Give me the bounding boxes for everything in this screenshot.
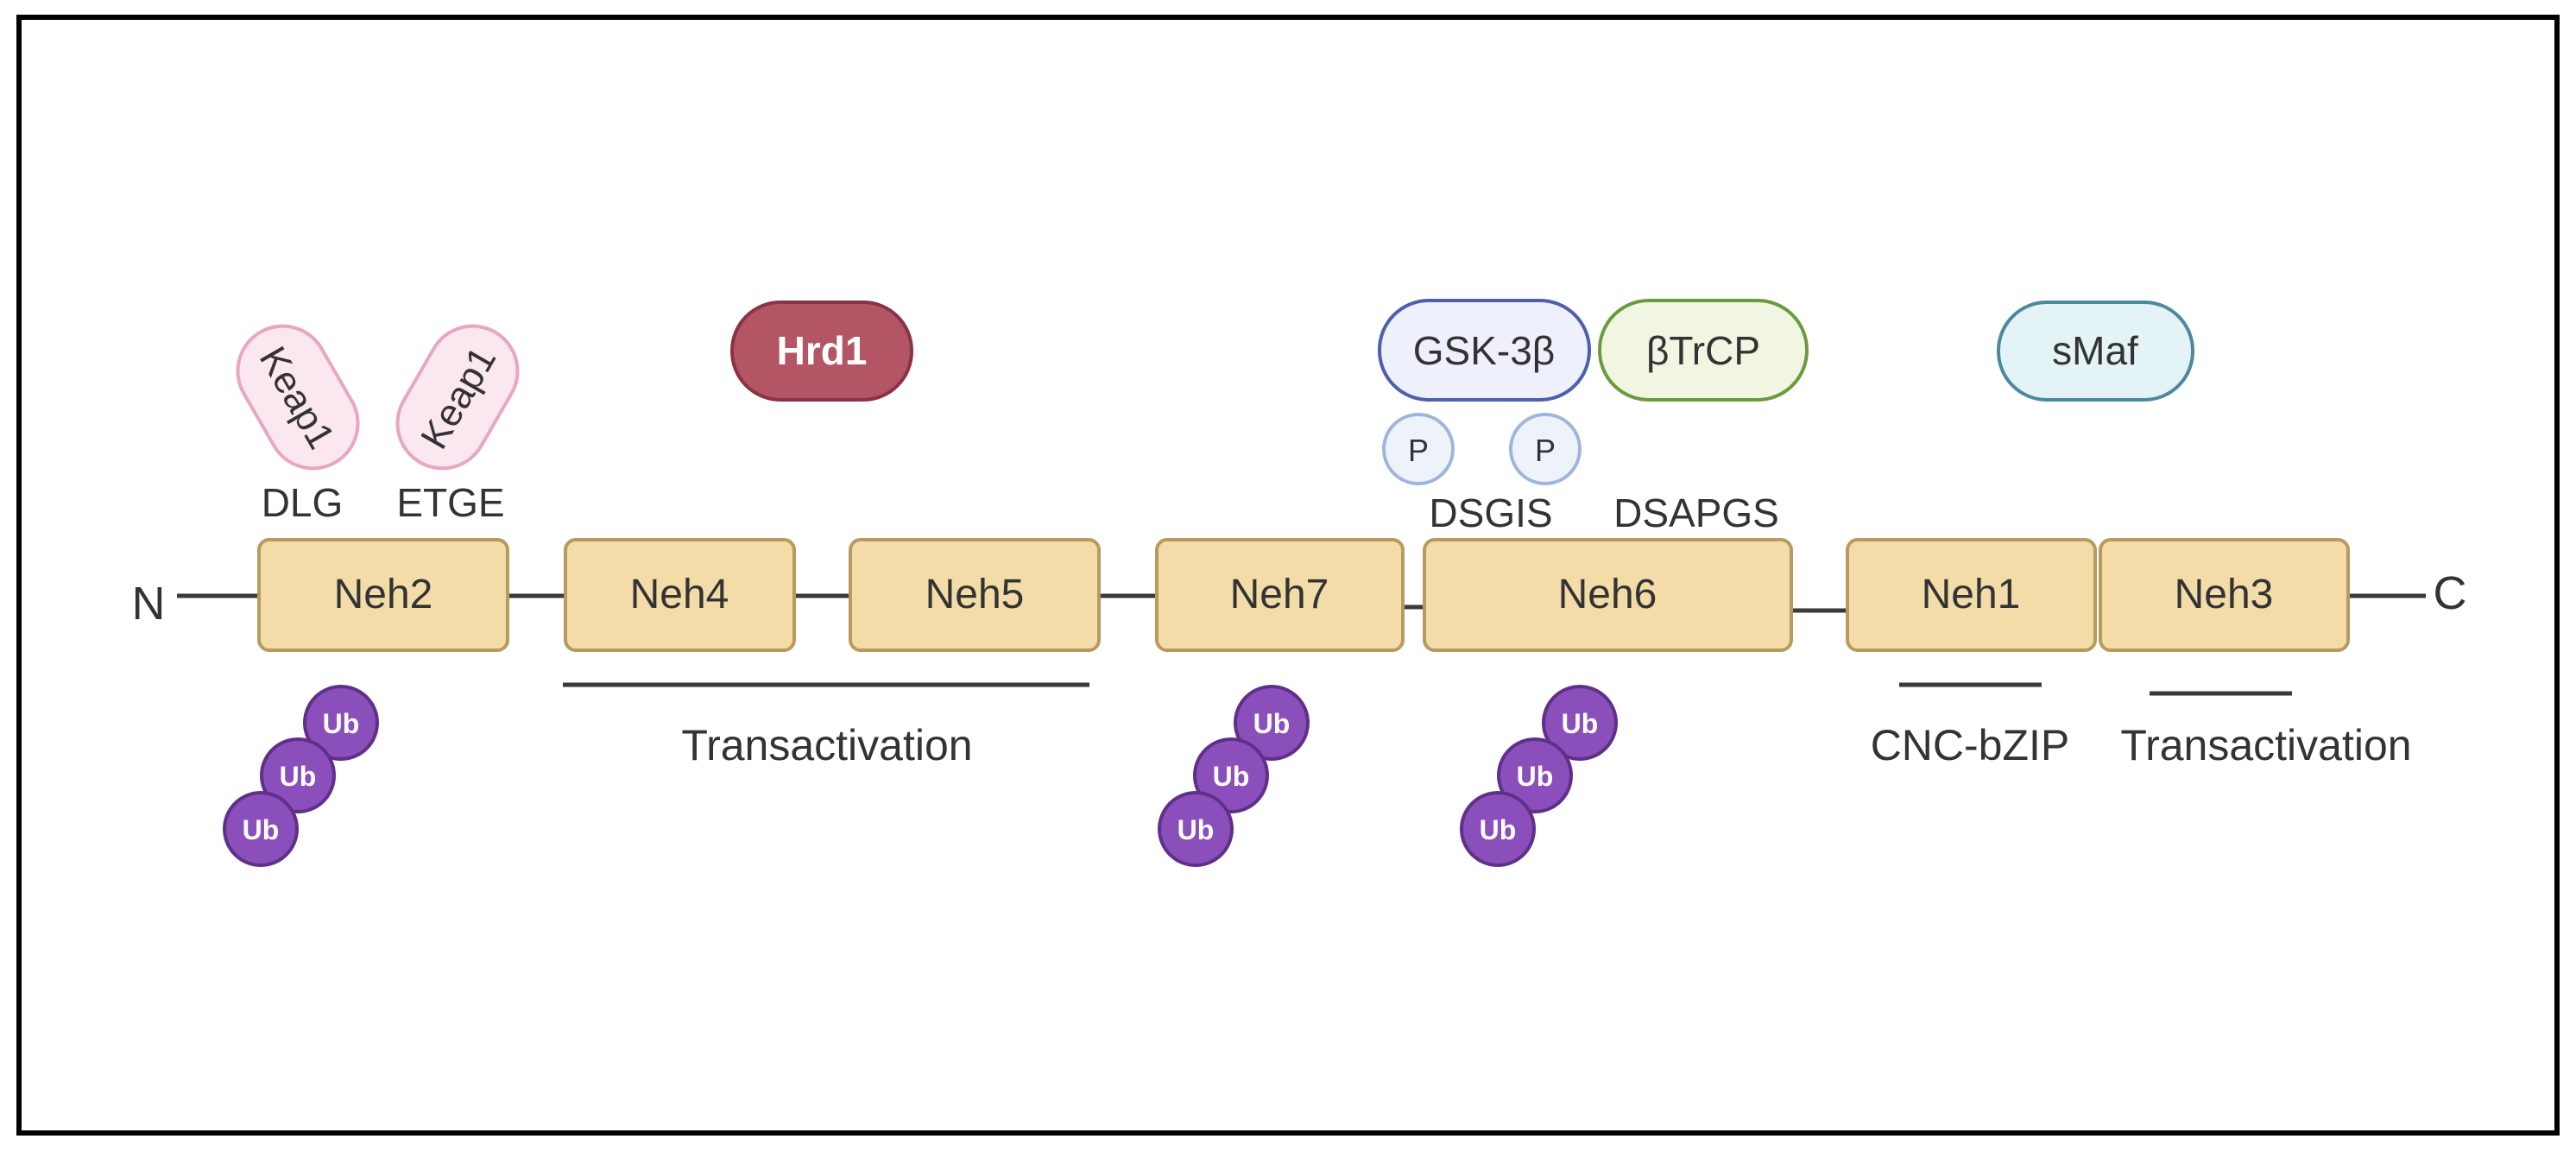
phospho-label: P	[1535, 433, 1556, 468]
domain-neh3: Neh3	[2099, 538, 2350, 652]
phospho-label: P	[1408, 433, 1429, 468]
ubiquitin-label: Ub	[1178, 814, 1215, 845]
ubiquitin-chain-neh2: Ub Ub Ub	[223, 685, 379, 867]
domain-label: Neh1	[1922, 572, 2021, 617]
n-terminus-label: N	[132, 578, 166, 630]
btrcp-label: βTrCP	[1646, 328, 1760, 373]
ubiquitin-label: Ub	[1517, 761, 1554, 792]
ubiquitin-label: Ub	[1213, 761, 1250, 792]
smaf-label: sMaf	[2052, 328, 2138, 373]
transactivation-1-label: Transactivation	[681, 721, 972, 769]
gsk3b-label: GSK-3β	[1413, 328, 1556, 373]
phospho-site-1: P	[1382, 413, 1455, 485]
motif-dlg: DLG	[262, 480, 344, 525]
phospho-site-2: P	[1509, 413, 1582, 485]
keap1-left-binder: Keap1	[236, 324, 360, 471]
domain-label: Neh4	[630, 572, 729, 617]
keap1-right-binder: Keap1	[395, 324, 520, 471]
protein-backbone	[177, 593, 2426, 613]
ubiquitin-label: Ub	[280, 761, 317, 792]
transactivation-2-label: Transactivation	[2120, 721, 2411, 769]
ubiquitin-label: Ub	[243, 814, 280, 845]
smaf-binder: sMaf	[1997, 301, 2194, 402]
domain-neh6: Neh6	[1423, 538, 1793, 652]
domain-neh4: Neh4	[564, 538, 796, 652]
ubiquitin-label: Ub	[1253, 708, 1291, 739]
domain-label: Neh2	[334, 572, 433, 617]
c-terminus-label: C	[2434, 567, 2467, 619]
motif-dsgis: DSGIS	[1429, 490, 1552, 535]
hrd1-label: Hrd1	[777, 328, 868, 373]
ubiquitin-chain-neh6: Ub Ub Ub	[1460, 685, 1618, 867]
btrcp-binder: βTrCP	[1598, 299, 1809, 402]
domain-label: Neh7	[1230, 572, 1329, 617]
hrd1-binder: Hrd1	[730, 301, 913, 402]
domain-neh5: Neh5	[849, 538, 1101, 652]
cnc-bzip-label: CNC-bZIP	[1871, 721, 2070, 769]
domain-label: Neh5	[925, 572, 1025, 617]
gsk3b-binder: GSK-3β	[1378, 299, 1591, 402]
domain-neh2: Neh2	[257, 538, 509, 652]
ubiquitin-label: Ub	[1562, 708, 1599, 739]
motif-etge: ETGE	[396, 480, 504, 525]
ubiquitin-label: Ub	[1480, 814, 1517, 845]
domain-neh1: Neh1	[1846, 538, 2097, 652]
domain-neh7: Neh7	[1155, 538, 1405, 652]
domain-label: Neh3	[2175, 572, 2274, 617]
domain-label: Neh6	[1558, 572, 1657, 617]
ubiquitin-chain-neh7: Ub Ub Ub	[1158, 685, 1310, 867]
ubiquitin-label: Ub	[323, 708, 360, 739]
motif-dsapgs: DSAPGS	[1613, 490, 1779, 535]
